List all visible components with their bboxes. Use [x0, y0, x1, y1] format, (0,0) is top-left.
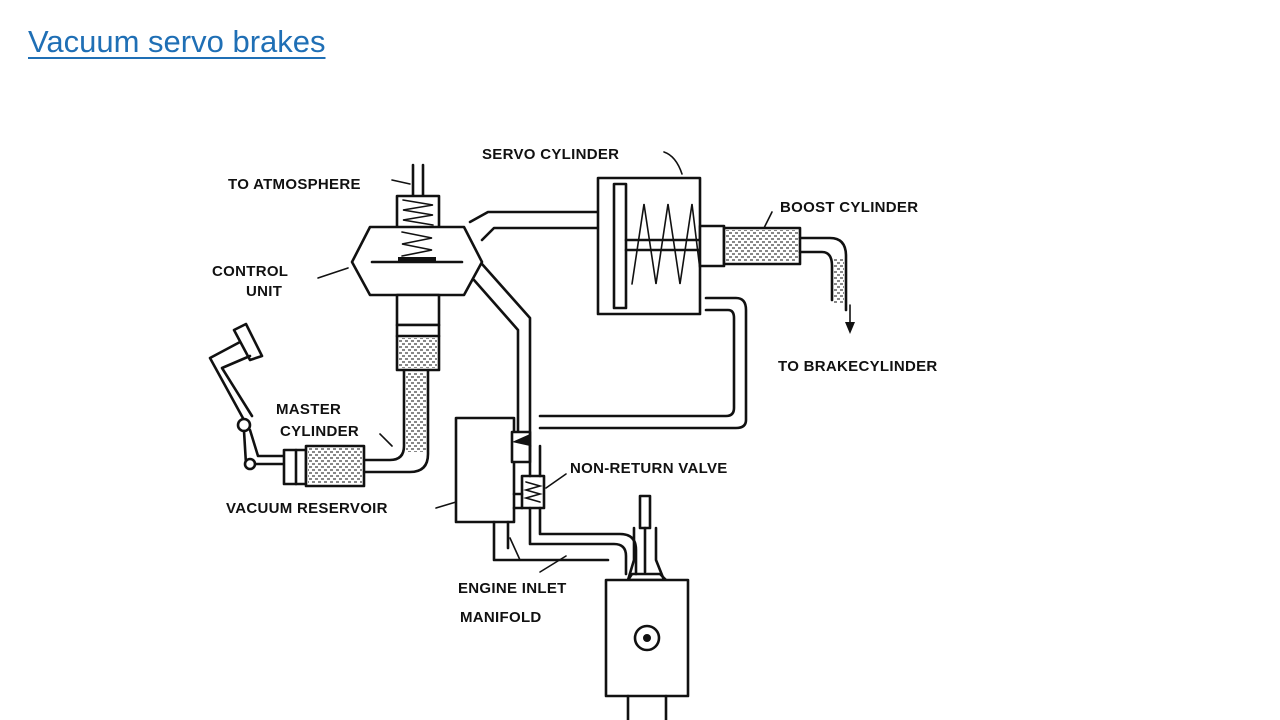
label-vacuum-reservoir: VACUUM RESERVOIR	[226, 500, 388, 517]
servo-feed-pipe	[468, 210, 600, 242]
label-non-return-valve: NON-RETURN VALVE	[570, 460, 728, 477]
master-cylinder	[282, 444, 366, 488]
label-master-cylinder-line1: MASTER	[276, 401, 341, 418]
label-to-atmosphere: TO ATMOSPHERE	[228, 176, 361, 193]
label-boost-cylinder: BOOST CYLINDER	[780, 199, 918, 216]
servo-cylinder	[596, 176, 855, 334]
label-engine-inlet-line2: MANIFOLD	[460, 609, 542, 626]
label-engine-inlet-line1: ENGINE INLET	[458, 580, 567, 597]
control-vacuum-pipe	[472, 262, 532, 448]
label-master-cylinder-line2: CYLINDER	[280, 423, 359, 440]
slide-title[interactable]: Vacuum servo brakes	[28, 24, 326, 59]
engine-cylinder	[604, 494, 690, 720]
leader-lines	[317, 151, 773, 573]
label-control-unit-line1: CONTROL	[212, 263, 288, 280]
label-servo-cylinder: SERVO CYLINDER	[482, 146, 619, 163]
brake-pedal	[208, 322, 288, 471]
label-to-brake-cylinder: TO BRAKECYLINDER	[778, 358, 938, 375]
vacuum-reservoir	[454, 416, 638, 576]
label-control-unit-line2: UNIT	[246, 283, 282, 300]
servo-return-pipe	[538, 296, 748, 430]
control-unit	[350, 163, 484, 474]
